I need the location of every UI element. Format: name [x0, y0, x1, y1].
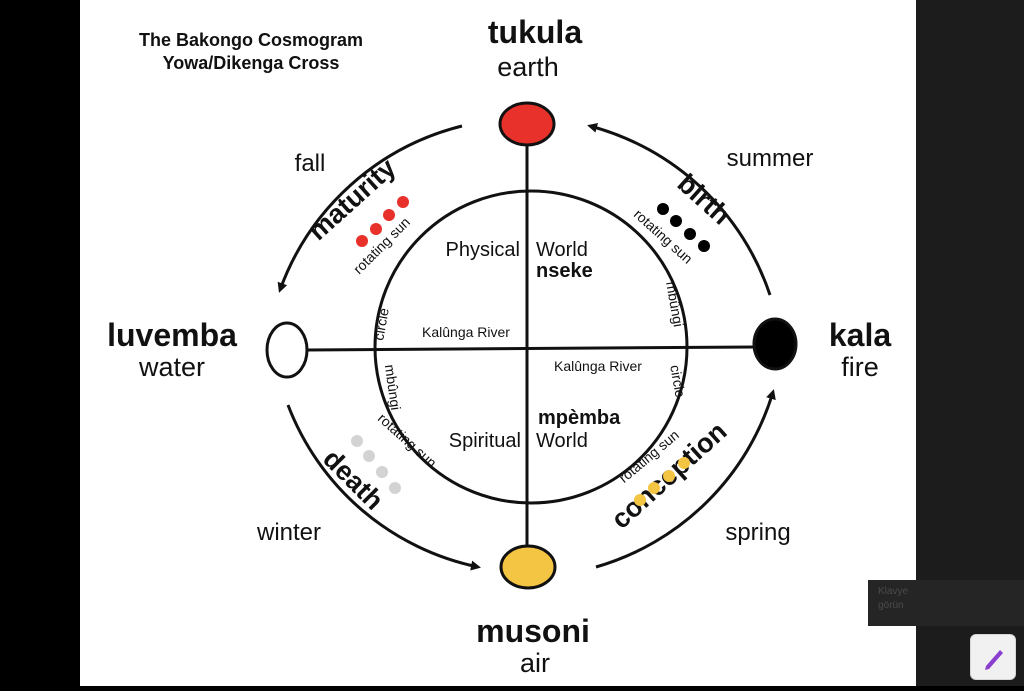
air-label: air	[520, 648, 550, 678]
mbungi-label-right: mbûngi	[663, 280, 687, 328]
circle-label-right: circle	[667, 364, 688, 399]
death-dot	[389, 482, 401, 494]
kala-point	[752, 317, 798, 371]
title-line-2: Yowa/Dikenga Cross	[163, 53, 340, 73]
river-label-right: Kalûnga River	[554, 358, 642, 374]
musoni-label: musoni	[476, 613, 590, 649]
maturity-dot	[356, 235, 368, 247]
death-dot	[363, 450, 375, 462]
luvemba-label: luvemba	[107, 317, 237, 353]
tukula-point	[498, 101, 556, 147]
season-winter: winter	[256, 519, 321, 546]
side-panel	[916, 0, 1024, 686]
rotating-sun-label-death: rotating sun	[375, 410, 440, 471]
birth-dot	[657, 203, 669, 215]
birth-dot	[698, 240, 710, 252]
stage-death: death	[317, 444, 389, 516]
arc-fall	[277, 124, 463, 293]
birth-dot	[670, 215, 682, 227]
death-dot	[351, 435, 363, 447]
death-dots	[351, 435, 401, 494]
nseke-label: nseke	[536, 260, 593, 282]
circle-label-left: circle	[370, 306, 391, 341]
death-dot	[376, 466, 388, 478]
water-label: water	[138, 352, 205, 382]
keyboard-hint-panel	[868, 580, 1024, 626]
physical-world-label: World	[536, 239, 588, 261]
diagram-canvas: The Bakongo Cosmogram Yowa/Dikenga Cross…	[80, 0, 916, 686]
cosmogram-diagram: The Bakongo Cosmogram Yowa/Dikenga Cross…	[107, 14, 891, 678]
arc-spring	[595, 389, 776, 569]
river-label-left: Kalûnga River	[422, 324, 510, 340]
title-line-1: The Bakongo Cosmogram	[139, 30, 363, 50]
birth-dots	[657, 203, 710, 252]
fire-label: fire	[841, 352, 879, 382]
spiritual-label: Spiritual	[449, 430, 521, 452]
maturity-dot	[383, 209, 395, 221]
mpemba-label: mpèmba	[538, 407, 621, 429]
pen-icon	[985, 650, 1003, 670]
conception-dot	[648, 482, 660, 494]
season-summer: summer	[727, 145, 814, 172]
physical-label: Physical	[446, 239, 520, 261]
conception-dot	[678, 457, 690, 469]
luvemba-point	[265, 321, 309, 379]
keyboard-hint-line-2: görün	[878, 600, 904, 611]
conception-dot	[663, 470, 675, 482]
arc-summer	[587, 122, 772, 296]
birth-dot	[684, 228, 696, 240]
musoni-point	[499, 544, 557, 590]
horizontal-axis	[306, 345, 756, 352]
maturity-dots	[356, 196, 409, 247]
keyboard-hint-text: Klavye görün	[878, 585, 1018, 613]
season-spring: spring	[725, 519, 790, 546]
conception-dot	[634, 494, 646, 506]
arc-winter	[286, 404, 481, 571]
tukula-label: tukula	[488, 14, 582, 50]
maturity-dot	[397, 196, 409, 208]
kala-label: kala	[829, 317, 891, 353]
season-fall: fall	[295, 150, 326, 177]
keyboard-hint-line-1: Klavye	[878, 586, 909, 597]
earth-label: earth	[497, 52, 559, 82]
spiritual-world-label: World	[536, 430, 588, 452]
edit-button[interactable]	[970, 634, 1016, 680]
maturity-dot	[370, 223, 382, 235]
conception-dots	[634, 457, 690, 506]
mbungi-label-left: mbûngi	[382, 363, 404, 411]
